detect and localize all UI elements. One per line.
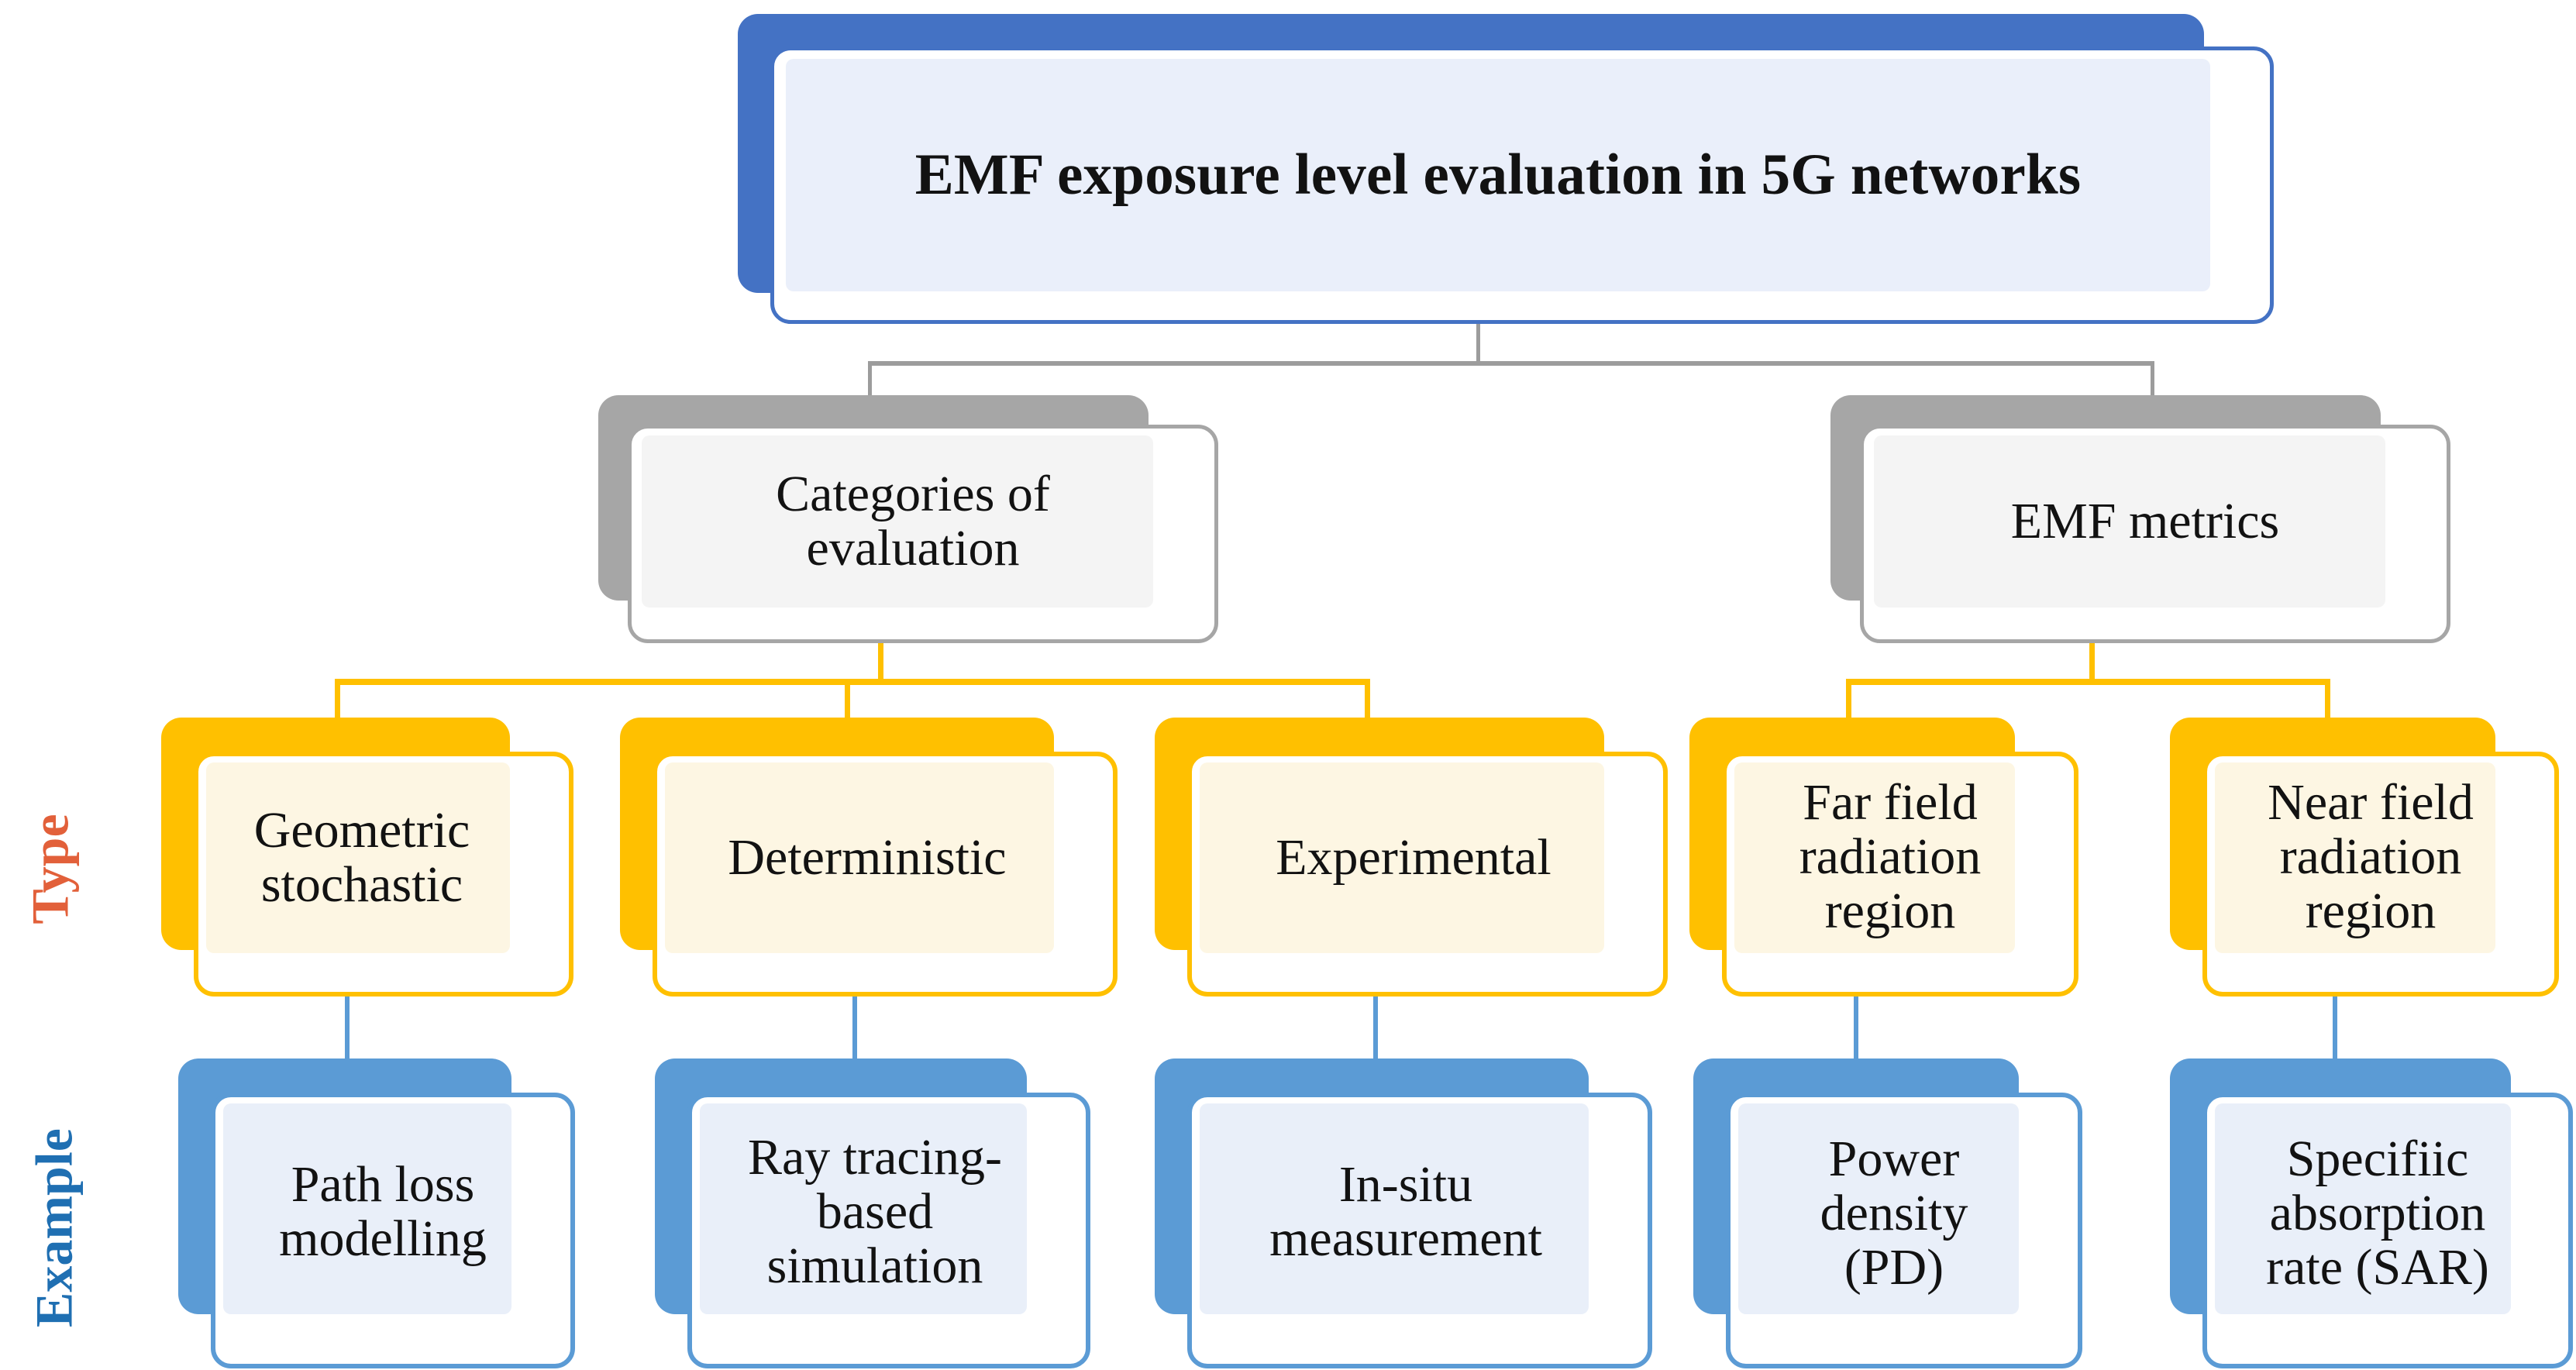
node-experimental-fill [1200, 762, 1604, 953]
node-categories-of-evaluation[interactable]: Categories of evaluation [598, 395, 1218, 643]
node-path-loss-modelling[interactable]: Path loss modelling [178, 1058, 575, 1368]
node-near-field-fill [2215, 762, 2495, 953]
node-categories-label: Categories of evaluation [776, 466, 1050, 577]
connector-type-stub-3 [1365, 679, 1370, 730]
node-deterministic[interactable]: Deterministic [620, 718, 1118, 997]
node-sar-label: Specifiic absorption rate (SAR) [2266, 1131, 2489, 1296]
connector-type-stub-2 [845, 679, 850, 730]
connector-categories-drop [878, 625, 883, 683]
node-geometric-label: Geometric stochastic [253, 802, 470, 913]
node-categories-fill [642, 435, 1153, 608]
node-root[interactable]: EMF exposure level evaluation in 5G netw… [738, 14, 2274, 324]
connector-type-right-bus [1846, 679, 2330, 685]
row-label-example: Example [24, 1128, 84, 1327]
row-label-type: Type [20, 814, 80, 924]
node-geometric-stochastic[interactable]: Geometric stochastic [161, 718, 573, 997]
connector-metrics-drop [2089, 625, 2095, 683]
connector-example-link-5 [2333, 986, 2337, 1066]
node-root-fill [786, 59, 2210, 291]
connector-example-link-3 [1373, 986, 1378, 1066]
node-far-field-label: Far field radiation region [1799, 774, 1982, 939]
connector-level2-left-stub [868, 361, 872, 417]
connector-level2-right-stub [2151, 361, 2154, 417]
connector-example-link-2 [852, 986, 857, 1066]
connector-type-stub-4 [1846, 679, 1851, 730]
node-deterministic-fill [665, 762, 1054, 953]
node-experimental-label: Experimental [1276, 829, 1551, 886]
node-geometric-fill [206, 762, 510, 953]
node-ray-tracing-label: Ray tracing- based simulation [747, 1129, 1003, 1294]
node-path-loss-label: Path loss modelling [279, 1156, 487, 1267]
node-near-field-radiation-region[interactable]: Near field radiation region [2170, 718, 2559, 997]
node-in-situ-fill [1200, 1103, 1589, 1314]
node-path-loss-fill [223, 1103, 511, 1314]
node-in-situ-label: In-situ measurement [1269, 1156, 1542, 1267]
connector-type-left-bus [335, 679, 1370, 685]
connector-level2-bus [868, 361, 2154, 366]
connector-type-stub-5 [2325, 679, 2330, 730]
node-specific-absorption-rate[interactable]: Specifiic absorption rate (SAR) [2170, 1058, 2576, 1368]
node-ray-tracing-based-simulation[interactable]: Ray tracing- based simulation [655, 1058, 1090, 1368]
node-near-field-label: Near field radiation region [2268, 774, 2474, 939]
node-emf-metrics[interactable]: EMF metrics [1830, 395, 2450, 643]
node-deterministic-label: Deterministic [728, 829, 1007, 886]
node-power-density-label: Power density (PD) [1820, 1131, 1968, 1296]
node-ray-tracing-fill [700, 1103, 1027, 1314]
connector-type-stub-1 [335, 679, 340, 730]
node-far-field-fill [1734, 762, 2015, 953]
node-emf-metrics-label: EMF metrics [2010, 493, 2280, 550]
node-experimental[interactable]: Experimental [1155, 718, 1668, 997]
node-power-density[interactable]: Power density (PD) [1693, 1058, 2082, 1368]
node-in-situ-measurement[interactable]: In-situ measurement [1155, 1058, 1652, 1368]
node-power-density-fill [1738, 1103, 2019, 1314]
node-sar-fill [2215, 1103, 2511, 1314]
connector-example-link-4 [1854, 986, 1858, 1066]
node-far-field-radiation-region[interactable]: Far field radiation region [1689, 718, 2078, 997]
node-root-label: EMF exposure level evaluation in 5G netw… [914, 143, 2082, 208]
node-emf-metrics-fill [1874, 435, 2385, 608]
connector-example-link-1 [345, 986, 350, 1066]
